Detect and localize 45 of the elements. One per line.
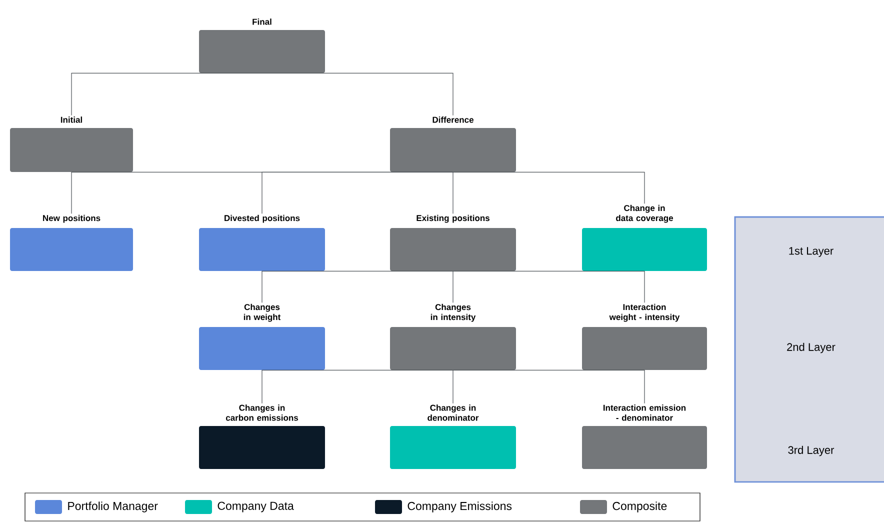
labeled-box: Difference <box>390 116 516 172</box>
node-label: Changes in intensity <box>430 304 476 322</box>
node-label: Divested positions <box>224 214 300 223</box>
connector-line <box>262 270 454 303</box>
labeled-box: Changes in intensity <box>390 304 516 370</box>
labeled-box: Existing positions <box>390 214 516 271</box>
labeled-box: Divested positions <box>199 214 325 271</box>
legend-label: Portfolio Manager <box>68 502 158 512</box>
labeled-box: Final <box>199 18 325 73</box>
labeled-box: Changes in carbon emissions <box>199 404 325 469</box>
layer-label: 1st Layer <box>789 247 834 257</box>
node-label: Change in data coverage <box>616 204 674 223</box>
node-label: Interaction emission - denominator <box>604 404 686 421</box>
labeled-box: New positions <box>10 214 133 271</box>
layer-label: 2nd Layer <box>787 342 836 354</box>
connector-line <box>452 370 645 404</box>
connector-line <box>71 72 262 116</box>
node-label: Difference <box>432 116 474 123</box>
connector-line <box>452 172 645 204</box>
node-label: Changes in weight <box>244 304 281 322</box>
connector-line <box>262 172 454 214</box>
labeled-box: Changes in denominator <box>390 404 516 469</box>
legend-label: Company Data <box>218 502 294 512</box>
layer-panel <box>734 216 884 483</box>
connector-line <box>262 72 454 116</box>
node-label: Interaction weight - intensity <box>609 304 680 322</box>
labeled-box: Interaction weight - intensity <box>582 304 707 370</box>
node-label: Existing positions <box>416 214 490 223</box>
connector-line <box>452 270 454 303</box>
node-label: Changes in carbon emissions <box>226 404 298 421</box>
labeled-box: Interaction emission - denominator <box>582 404 707 469</box>
connector-line <box>452 370 454 404</box>
legend-label: Company Emissions <box>408 502 512 512</box>
node-label: Final <box>252 18 272 25</box>
connector-line <box>262 370 454 404</box>
node-label: Initial <box>60 116 82 123</box>
labeled-box: Initial <box>10 116 133 172</box>
node-label: New positions <box>43 214 100 223</box>
labeled-box: Changes in weight <box>199 304 325 370</box>
connector-line <box>452 172 454 214</box>
labeled-box: Change in data coverage <box>582 204 707 271</box>
legend-label: Composite <box>612 502 667 512</box>
connector-line <box>452 270 645 303</box>
layer-label: 3rd Layer <box>788 446 834 456</box>
node-label: Changes in denominator <box>428 404 479 421</box>
